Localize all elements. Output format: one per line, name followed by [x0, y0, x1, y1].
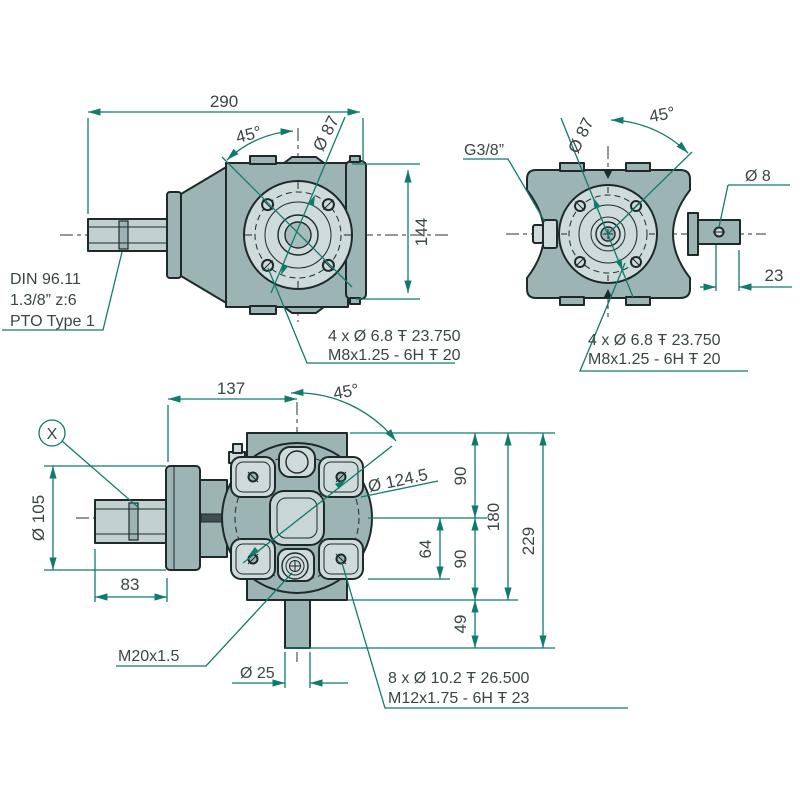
housing-tab [625, 296, 651, 306]
bell-housing [180, 165, 229, 305]
tap-note-line1: 8 x Ø 10.2 Ŧ 26.500 [388, 670, 530, 687]
dim-64-label: 64 [416, 540, 435, 559]
drain-plug [277, 548, 315, 582]
dim-width-label: 290 [210, 92, 238, 111]
housing-tab [249, 155, 277, 165]
center-boss [269, 490, 325, 546]
view-output-side: G3/8” Ø 87 45° Ø 8 23 4 x Ø 6.8 Ŧ 23.750… [463, 103, 792, 372]
cast-mark [604, 289, 612, 297]
pin-hole-label: Ø 8 [745, 168, 771, 185]
housing-tab [283, 306, 325, 314]
dim-90-upper-label: 90 [451, 467, 470, 486]
tap-note-line1: 4 x Ø 6.8 Ŧ 23.750 [588, 332, 721, 349]
top-recess [278, 446, 316, 478]
oil-port-plug [532, 219, 558, 249]
port-label: G3/8” [464, 142, 504, 159]
bottom-shaft [284, 599, 311, 649]
dimension-lines [2, 108, 455, 364]
output-shaft [687, 212, 741, 256]
detail-balloon [38, 419, 140, 509]
spline-spec-line2: 1.3/8” z:6 [10, 292, 77, 309]
cover-tab [349, 297, 361, 305]
spline-spec-line1: DIN 96.11 [10, 271, 81, 288]
angle-label: 45° [332, 380, 361, 403]
housing-tab [559, 296, 585, 306]
detail-x-label: X [47, 426, 58, 443]
input-shaft [94, 499, 169, 544]
dim-49-label: 49 [451, 615, 470, 634]
tap-note-line2: M8x1.25 - 6H Ŧ 20 [588, 351, 721, 368]
dimension-lines [44, 388, 628, 709]
tap-note-line1: 4 x Ø 6.8 Ŧ 23.750 [328, 328, 461, 345]
dim-height-label: 144 [412, 218, 431, 246]
angle-label: 45° [648, 103, 677, 126]
output-flange [243, 180, 353, 290]
angle-label: 45° [234, 122, 264, 147]
pto-shaft [87, 218, 169, 252]
housing-tab [625, 162, 651, 172]
housing-tab [559, 162, 585, 172]
shaft-dia-label: Ø 25 [240, 665, 275, 682]
dim-hole-offset-label: 23 [765, 266, 784, 285]
dim-90-lower-label: 90 [451, 550, 470, 569]
view-top: 137 45° X Ø 105 83 Ø 124.5 90 64 90 180 … [29, 379, 628, 709]
shaft-collar [166, 191, 182, 279]
cast-mark [604, 171, 612, 179]
tap-note-line2: M12x1.75 - 6H Ŧ 23 [388, 690, 530, 707]
mounting-pads [230, 456, 364, 580]
housing-tab [249, 305, 277, 315]
dim-180-label: 180 [484, 503, 503, 531]
dim-shaft-length-label: 83 [121, 575, 140, 594]
tap-note-line2: M8x1.25 - 6H Ŧ 20 [328, 347, 461, 364]
dimension-lines [463, 116, 792, 372]
input-flange [165, 465, 201, 571]
flange-dia-label: Ø 105 [29, 495, 48, 541]
spline-spec-line3: PTO Type 1 [10, 313, 95, 330]
bolt-circle-label: Ø 124.5 [366, 465, 429, 496]
dim-229-label: 229 [519, 527, 538, 555]
flange-bolts [261, 198, 335, 272]
housing-tab [283, 156, 325, 164]
dim-offset-label: 137 [217, 379, 245, 398]
view-input-side: 290 45° Ø 87 144 DIN 96.11 1.3/8” z:6 PT… [2, 92, 461, 364]
cover-tab [349, 155, 361, 163]
bolt-circle-label: Ø 87 [564, 115, 597, 156]
drain-thread-label: M20x1.5 [118, 648, 179, 665]
